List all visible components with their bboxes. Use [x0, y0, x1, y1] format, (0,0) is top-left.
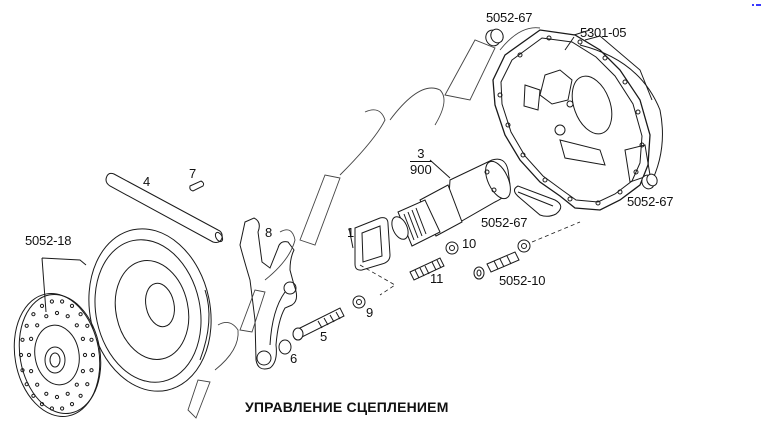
part-label-9: 9 [366, 305, 374, 320]
clutch-housing-part [492, 29, 663, 211]
part-label-5052-10: 5052-10 [499, 273, 546, 288]
part-label-10: 10 [462, 236, 477, 251]
part-label-5301-05: 5301-05 [580, 25, 627, 40]
disc-hole [31, 393, 36, 398]
disc-hole [39, 402, 45, 407]
gasket-part [348, 217, 391, 271]
pin-part [189, 180, 205, 192]
disc-hole [26, 352, 32, 358]
disc-hole [74, 382, 79, 387]
nut-9-part [352, 295, 366, 309]
part-label-8: 8 [265, 225, 273, 240]
disc-hole [24, 382, 29, 387]
bolt-part [292, 307, 345, 341]
part-label-5: 5 [320, 329, 328, 344]
disc-hole [54, 310, 60, 316]
disc-hole [60, 406, 65, 411]
disc-hole [20, 368, 25, 373]
disc-hole [85, 323, 90, 328]
diagram-title: УПРАВЛЕНИЕ СЦЕПЛЕНИЕМ [245, 399, 449, 415]
disc-hole [20, 337, 25, 342]
hatch-cover-part [514, 185, 562, 217]
part-label-3: 3 [410, 147, 432, 162]
stud-5052-10-part [473, 239, 531, 280]
part-label-5052-18: 5052-18 [25, 233, 72, 248]
disc-hole [89, 337, 94, 342]
disc-hole [78, 312, 83, 317]
part-label-1: 1 [347, 225, 355, 240]
part-label-5052-67-top: 5052-67 [486, 10, 533, 25]
leader-lines [429, 36, 575, 179]
release-fork-part [239, 217, 298, 370]
disc-hole [65, 391, 70, 396]
pressure-plate-part [88, 228, 212, 392]
disc-hole [80, 369, 86, 374]
disc-hole [90, 352, 96, 358]
bushing-part [278, 339, 292, 355]
part-label-7: 7 [189, 166, 197, 181]
watermark [187, 27, 541, 419]
clutch-disc-part [13, 293, 102, 417]
disc-hole [60, 299, 65, 304]
disc-hole [82, 352, 88, 358]
disc-hole [69, 303, 75, 308]
disc-hole [49, 299, 55, 304]
part-label-5052-67-cover: 5052-67 [481, 215, 528, 230]
part-label-900: 900 [410, 162, 432, 177]
part-label-6: 6 [290, 351, 298, 366]
plug-right-part [641, 173, 658, 190]
disc-hole [80, 336, 86, 341]
part-label-5052-67-right: 5052-67 [627, 194, 674, 209]
disc-hole [89, 368, 94, 373]
disc-hole [65, 314, 70, 319]
disc-hole [35, 382, 40, 387]
corner-mark-icon [752, 4, 762, 7]
disc-hole [74, 323, 79, 328]
disc-hole [35, 323, 40, 328]
disc-hole [29, 369, 34, 374]
disc-hole [85, 382, 90, 387]
disc-hole [78, 393, 83, 398]
shaft-part [105, 172, 224, 243]
part-label-4: 4 [143, 174, 151, 189]
disc-hole [69, 402, 75, 407]
disc-hole [39, 303, 45, 308]
part-label-11: 11 [430, 271, 444, 286]
disc-hole [44, 314, 49, 319]
stud-11-part [409, 257, 445, 281]
clutch-booster-part [391, 158, 511, 247]
disc-hole [29, 336, 34, 341]
disc-hole [49, 406, 55, 411]
nut-10-part [445, 241, 459, 255]
disc-hole [24, 323, 29, 328]
disc-hole [18, 352, 24, 358]
disc-hole [54, 394, 60, 400]
disc-hole [44, 391, 49, 396]
part-label-3-900: 3 900 [410, 147, 432, 176]
disc-hole [31, 312, 36, 317]
plug-top-part [485, 28, 504, 47]
